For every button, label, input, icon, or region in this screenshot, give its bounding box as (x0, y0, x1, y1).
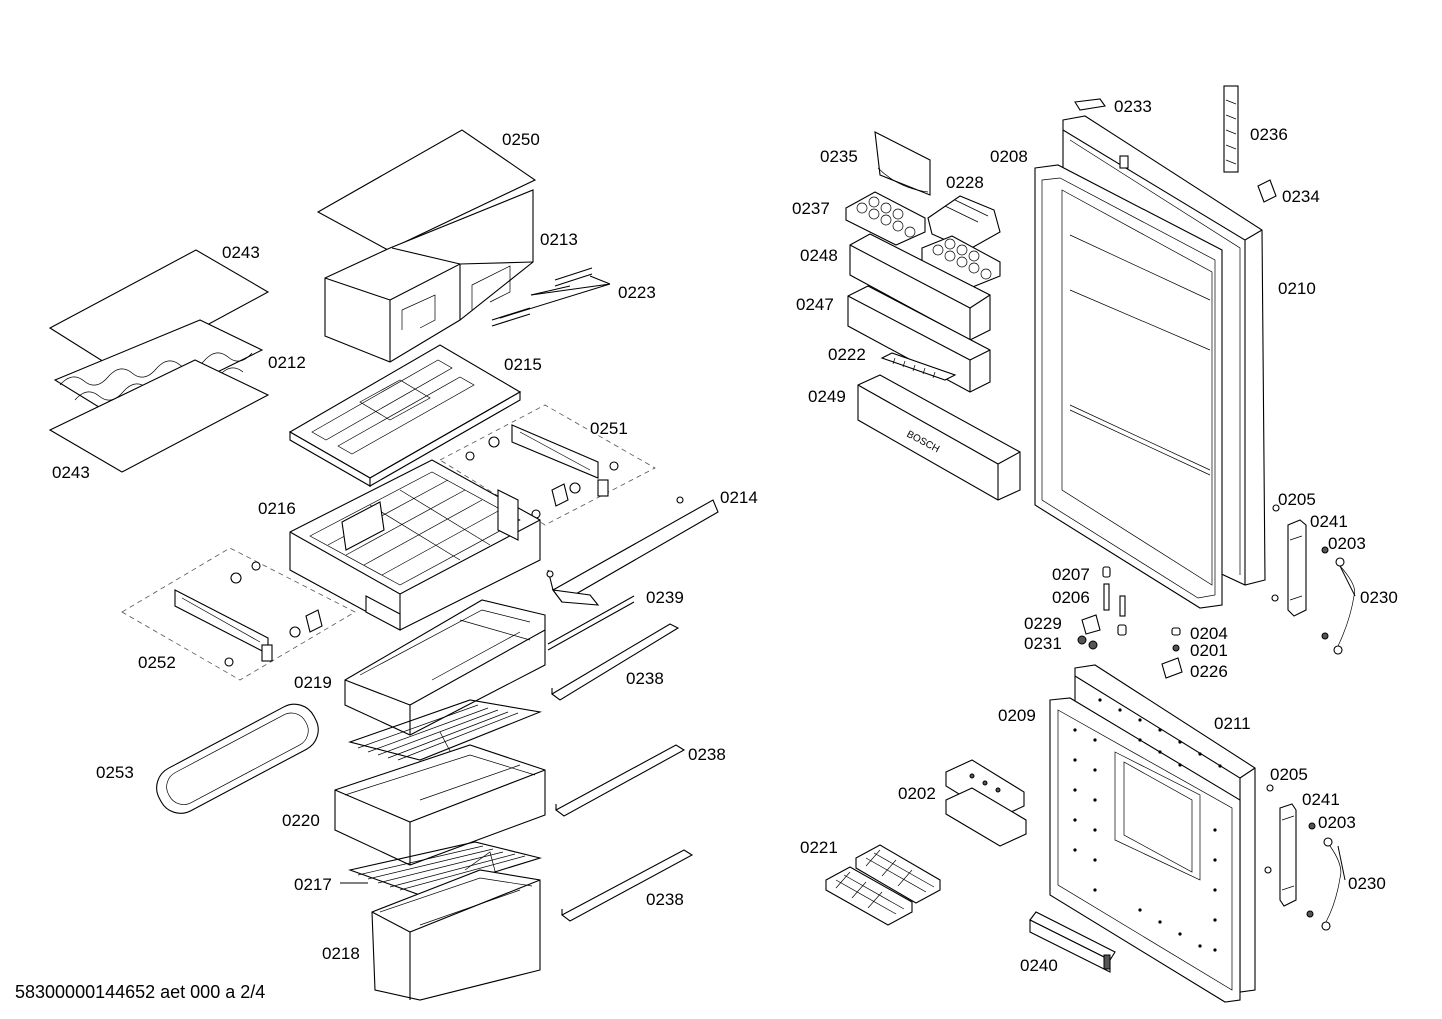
label-0206: 0206 (1052, 588, 1090, 607)
label-0218: 0218 (322, 944, 360, 963)
label-0203-a: 0203 (1328, 534, 1366, 553)
part-0222-strip (880, 352, 957, 381)
part-middle-hinge-kit (1077, 566, 1183, 679)
label-0213: 0213 (540, 230, 578, 249)
label-0228: 0228 (946, 173, 984, 192)
part-0235-flap (874, 131, 931, 196)
label-0236: 0236 (1250, 125, 1288, 144)
part-0216-drawer-basket (289, 459, 541, 631)
label-0210: 0210 (1278, 279, 1316, 298)
label-0234: 0234 (1282, 187, 1320, 206)
part-0248-door-shelf (849, 233, 991, 341)
label-0241-a: 0241 (1310, 512, 1348, 531)
part-0252-hinge-kit (121, 547, 356, 681)
part-0209-door-gasket (1049, 697, 1241, 1003)
label-0248: 0248 (800, 246, 838, 265)
label-0212: 0212 (268, 353, 306, 372)
part-labels: 0250 0213 0223 0243 0212 0243 0215 0251 … (52, 97, 1398, 975)
label-0239: 0239 (646, 588, 684, 607)
label-0216: 0216 (258, 499, 296, 518)
label-0249: 0249 (808, 387, 846, 406)
part-0249-bottle-shelf: BOSCH (857, 374, 1021, 501)
label-0203-b: 0203 (1318, 813, 1356, 832)
label-0220: 0220 (282, 811, 320, 830)
part-0221-ice-trays (825, 844, 941, 926)
label-0226: 0226 (1190, 662, 1228, 681)
part-0214-flap (546, 496, 719, 606)
label-0201: 0201 (1190, 641, 1228, 660)
part-0251-hinge-kit (439, 404, 656, 526)
label-0238-b: 0238 (688, 745, 726, 764)
part-0215-tray-frame (288, 344, 522, 487)
label-0247: 0247 (796, 295, 834, 314)
part-0238-rod-c (560, 849, 694, 922)
label-0235: 0235 (820, 147, 858, 166)
part-0228-butter-box (927, 195, 1001, 251)
label-0209: 0209 (998, 706, 1036, 725)
label-0230-b: 0230 (1348, 874, 1386, 893)
document-footer-code: 58300000144652 aet 000 a 2/4 (15, 982, 265, 1002)
part-0218-drawer (371, 869, 541, 1001)
label-0237: 0237 (792, 199, 830, 218)
part-0243-glass-bottom (48, 359, 270, 473)
label-0204: 0204 (1190, 624, 1228, 643)
label-0215: 0215 (504, 355, 542, 374)
label-0238-a: 0238 (626, 669, 664, 688)
part-door-hardware-upper (1271, 504, 1356, 655)
part-0243-glass-top (48, 249, 270, 373)
part-0233-cap (1074, 98, 1106, 111)
part-0253-tray (156, 703, 319, 814)
leader-lines (340, 275, 1356, 884)
part-0208-door-gasket (1034, 164, 1223, 609)
part-0247-door-shelf (847, 285, 991, 393)
label-0217: 0217 (294, 875, 332, 894)
label-0211: 0211 (1214, 714, 1251, 733)
part-0213-box (324, 189, 534, 363)
part-0220-drawer (334, 744, 546, 866)
label-0229: 0229 (1024, 614, 1062, 633)
part-door-hardware-lower (1264, 784, 1342, 931)
part-0223-rods (491, 267, 593, 327)
part-0217-wire-shelf (348, 841, 543, 896)
part-0234-cap (1257, 179, 1277, 203)
part-0250-cover-plate (316, 129, 537, 251)
part-0236-hinge (1223, 85, 1239, 173)
label-0207: 0207 (1052, 565, 1090, 584)
label-0238-c: 0238 (646, 890, 684, 909)
label-0243-bottom: 0243 (52, 463, 90, 482)
part-0237-egg-tray (845, 191, 926, 246)
label-0240: 0240 (1020, 956, 1058, 975)
label-0208: 0208 (990, 147, 1028, 166)
label-0221: 0221 (800, 838, 838, 857)
label-0253: 0253 (96, 763, 134, 782)
label-0252: 0252 (138, 653, 176, 672)
label-0231: 0231 (1024, 634, 1062, 653)
part-0238-rod-b (554, 744, 686, 817)
label-0251: 0251 (590, 419, 628, 438)
part-0239-rod (547, 595, 635, 651)
label-0241-b: 0241 (1302, 790, 1340, 809)
label-0214: 0214 (720, 488, 758, 507)
label-0205-b: 0205 (1270, 765, 1308, 784)
label-0243-top: 0243 (222, 243, 260, 262)
part-0219-drawer (344, 599, 546, 736)
label-0219: 0219 (294, 673, 332, 692)
label-0250: 0250 (502, 130, 540, 149)
label-0233: 0233 (1114, 97, 1152, 116)
part-0240-cover-strip (1029, 911, 1116, 973)
label-0205-a: 0205 (1278, 490, 1316, 509)
part-0238-rod-a (551, 623, 680, 701)
label-0202: 0202 (898, 784, 936, 803)
label-0223: 0223 (618, 283, 656, 302)
part-wire-shelf-upper (348, 699, 543, 771)
label-0230-a: 0230 (1360, 588, 1398, 607)
label-0222: 0222 (828, 345, 866, 364)
part-0202-ice-packs (945, 759, 1027, 847)
